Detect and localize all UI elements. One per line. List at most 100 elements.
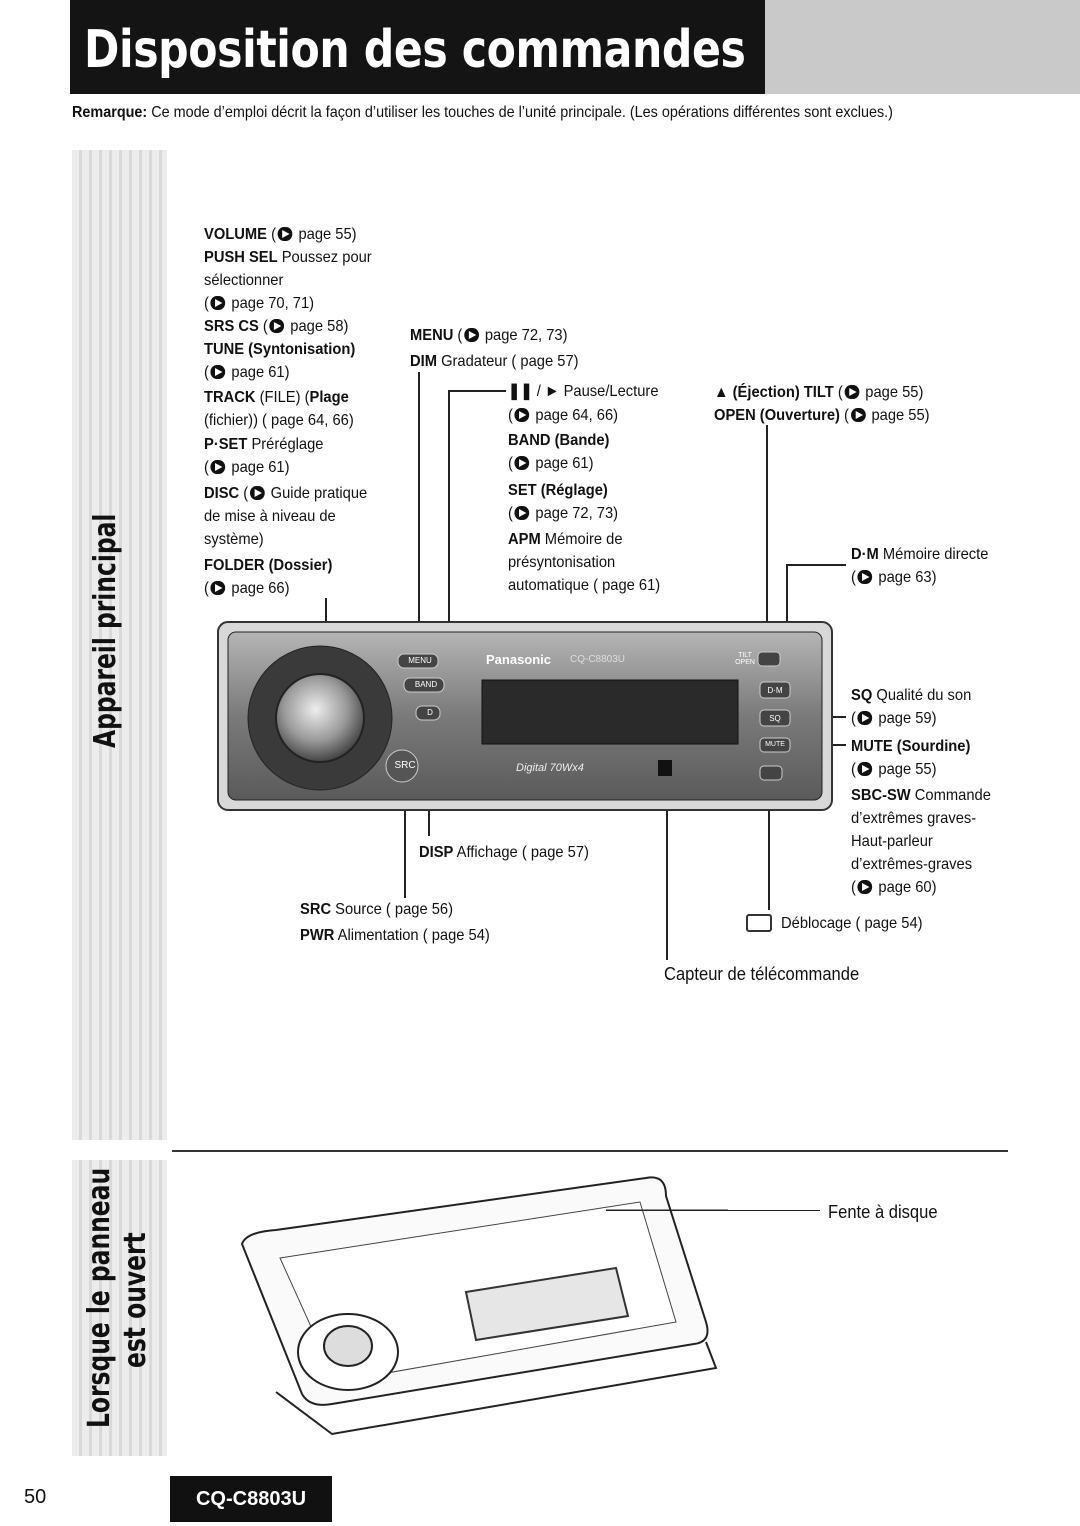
- leader-line: [766, 425, 768, 655]
- leader-line: [448, 390, 450, 675]
- label-pwr: PWR Alimentation ( page 54): [300, 927, 490, 944]
- label-sbc-sw-3: Haut-parleur: [851, 833, 933, 850]
- label-folder-page: ( page 66): [204, 580, 290, 597]
- label-pset: P·SET Préréglage: [204, 436, 324, 453]
- label-disc-2: de mise à niveau de: [204, 508, 336, 525]
- section-label-panel-open-1: Lorsque le panneau: [82, 1167, 117, 1428]
- arrow-icon: [210, 296, 226, 310]
- label-tune-page: ( page 61): [204, 364, 290, 381]
- label-folder: FOLDER (Dossier): [204, 557, 333, 574]
- label-menu: MENU ( page 72, 73): [410, 327, 568, 344]
- label-disp: DISP Affichage ( page 57): [419, 844, 589, 861]
- sidebar-section-1: [72, 150, 167, 1140]
- button-mute[interactable]: MUTE: [765, 741, 785, 748]
- label-dm-page: ( page 63): [851, 569, 937, 586]
- button-d[interactable]: D: [427, 708, 433, 717]
- arrow-icon: [210, 581, 226, 595]
- arrow-icon: [857, 880, 873, 894]
- page-number: 50: [24, 1486, 47, 1508]
- label-disc-slot: Fente à disque: [828, 1202, 938, 1222]
- arrow-icon: [514, 506, 530, 520]
- label-apm: APM Mémoire de: [508, 531, 623, 548]
- label-open: OPEN (Ouverture) ( page 55): [714, 407, 930, 424]
- label-track-2: (fichier)) ( page 64, 66): [204, 412, 354, 429]
- label-push-sel: PUSH SEL Poussez pour: [204, 249, 372, 266]
- label-mute: MUTE (Sourdine): [851, 738, 971, 755]
- button-sq[interactable]: SQ: [769, 714, 781, 723]
- button-menu[interactable]: MENU: [408, 656, 432, 665]
- label-mute-page: ( page 55): [851, 761, 937, 778]
- arrow-icon: [210, 365, 226, 379]
- label-apm-2: présyntonisation: [508, 554, 616, 571]
- label-dim: DIM Gradateur ( page 57): [410, 353, 579, 370]
- leader-line: [404, 780, 406, 898]
- label-sensor: Capteur de télécommande: [664, 964, 860, 984]
- page-title: Disposition des commandes: [84, 20, 746, 80]
- device-brand: Panasonic: [486, 652, 552, 667]
- label-sbc-sw-4: d’extrêmes-graves: [851, 856, 973, 873]
- label-disc: DISC ( Guide pratique: [204, 485, 368, 502]
- title-bar: [70, 0, 765, 94]
- leader-line: [606, 1210, 820, 1211]
- arrow-icon: [857, 711, 873, 725]
- section-divider: [172, 1150, 1008, 1152]
- label-dm: D·M Mémoire directe: [851, 546, 989, 563]
- label-release: Déblocage ( page 54): [781, 915, 923, 932]
- button-src[interactable]: SRC: [394, 760, 416, 771]
- arrow-icon: [514, 456, 530, 470]
- label-push-sel-page: ( page 70, 71): [204, 295, 315, 312]
- button-tilt-open[interactable]: TILT OPEN: [735, 652, 755, 666]
- label-sbc-sw-page: ( page 60): [851, 879, 937, 896]
- pause-icon: ❚❚: [508, 383, 533, 400]
- device-model-small: CQ-C8803U: [570, 654, 626, 665]
- arrow-icon: [250, 486, 265, 500]
- leader-line: [448, 390, 506, 392]
- label-disc-3: système): [204, 531, 264, 548]
- label-sq-page: ( page 59): [851, 710, 937, 727]
- remark: Remarque: Ce mode d’emploi décrit la faç…: [72, 104, 893, 122]
- arrow-icon: [464, 328, 479, 342]
- leader-line: [786, 564, 846, 566]
- label-sbc-sw-2: d’extrêmes graves-: [851, 810, 977, 827]
- arrow-icon: [277, 227, 293, 241]
- label-sbc-sw: SBC-SW Commande: [851, 787, 991, 804]
- arrow-icon: [514, 408, 530, 422]
- label-set-page: ( page 72, 73): [508, 505, 619, 522]
- leader-line: [768, 776, 770, 910]
- arrow-icon: [850, 408, 866, 422]
- arrow-icon: [269, 319, 285, 333]
- arrow-icon: [210, 460, 226, 474]
- label-pause-page: ( page 64, 66): [508, 407, 619, 424]
- button-band[interactable]: BAND: [414, 680, 438, 689]
- label-band: BAND (Bande): [508, 432, 610, 449]
- arrow-icon: [844, 385, 860, 399]
- footer-model: CQ-C8803U: [170, 1476, 332, 1522]
- label-pset-page: ( page 61): [204, 459, 290, 476]
- label-tune: TUNE (Syntonisation): [204, 341, 356, 358]
- label-volume: VOLUME ( page 55): [204, 226, 357, 243]
- label-track: TRACK (FILE) (Plage: [204, 389, 349, 406]
- remark-text: Ce mode d’emploi décrit la façon d’utili…: [147, 104, 893, 121]
- section-label-main-unit: Appareil principal: [88, 513, 123, 748]
- label-srs-cs: SRS CS ( page 58): [204, 318, 349, 335]
- arrow-icon: [857, 570, 873, 584]
- faceplate-illustration: [217, 621, 833, 811]
- sidebar-section-2: [72, 1160, 167, 1456]
- release-icon: [746, 914, 772, 932]
- title-bar-accent: [765, 0, 1080, 94]
- remark-label: Remarque:: [72, 104, 148, 121]
- label-pause: ❚❚ / ► Pause/Lecture: [508, 383, 659, 400]
- section-label-panel-open-2: est ouvert: [118, 1232, 153, 1368]
- leader-line: [666, 770, 668, 960]
- label-sq: SQ Qualité du son: [851, 687, 972, 704]
- label-band-page: ( page 61): [508, 455, 594, 472]
- label-push-sel-2: sélectionner: [204, 272, 284, 289]
- open-panel-illustration: [240, 1176, 728, 1436]
- label-src: SRC Source ( page 56): [300, 901, 454, 918]
- label-set: SET (Réglage): [508, 482, 608, 499]
- button-dm[interactable]: D·M: [767, 686, 783, 695]
- arrow-icon: [857, 762, 873, 776]
- device-digital: Digital 70Wx4: [516, 762, 584, 774]
- label-apm-3: automatique ( page 61): [508, 577, 661, 594]
- leader-line: [418, 372, 420, 662]
